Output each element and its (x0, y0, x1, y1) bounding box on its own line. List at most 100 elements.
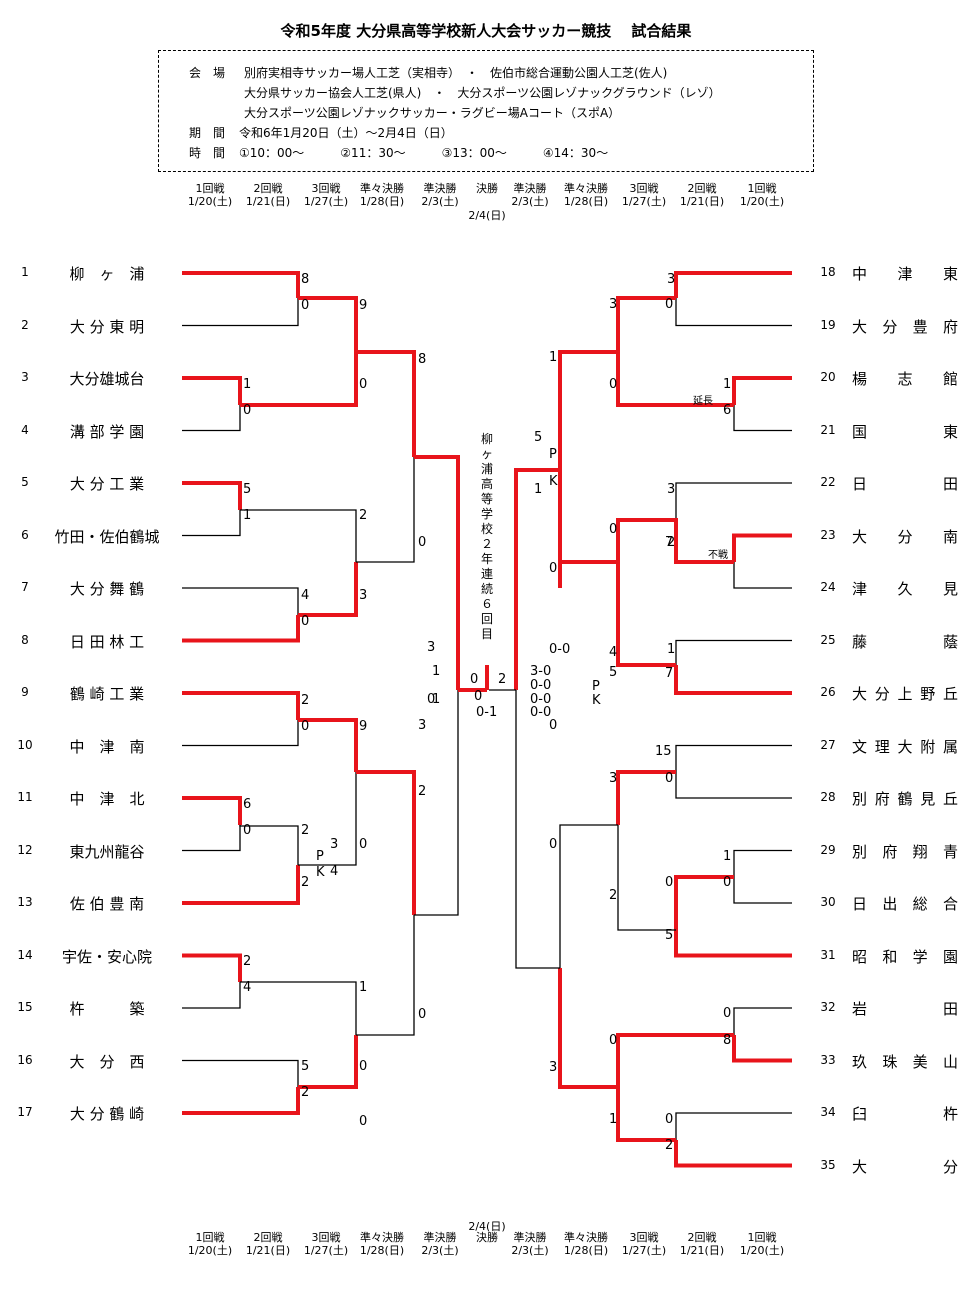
winner-line (558, 350, 618, 470)
team-number: 32 (820, 1000, 836, 1014)
round-name: 1回戦 (195, 182, 225, 195)
bracket-line (559, 824, 618, 968)
bracket-line (675, 744, 792, 772)
team-name: 竹田・佐伯鶴城 (54, 527, 160, 546)
team-number: 13 (17, 895, 33, 909)
match-score: 1 (609, 1112, 618, 1127)
match-score: 7 (665, 535, 674, 550)
match-score: 0 (609, 1033, 618, 1048)
team-number: 35 (820, 1157, 836, 1172)
winner-line (674, 1140, 792, 1168)
round-date: 1/28(日) (359, 195, 405, 208)
team-name: 宇佐・安心院 (61, 947, 152, 966)
match-score: 2 (359, 508, 368, 523)
match-score: 0 (665, 771, 674, 786)
match-score: 2 (418, 784, 427, 799)
team-number: 18 (820, 265, 836, 279)
winner-line (732, 376, 792, 405)
team-number: 15 (17, 1000, 33, 1014)
match-score: 3 (427, 640, 436, 655)
match-score: 9 (359, 298, 368, 313)
bracket-line (182, 825, 241, 852)
match-score: 0 (418, 535, 427, 550)
match-note: 不戦 (708, 550, 728, 561)
match-score: 1 (359, 980, 368, 995)
round-name: 準々決勝 (360, 1231, 404, 1244)
round-date: 2/3(土) (511, 195, 549, 208)
winner-line (182, 865, 300, 905)
match-score: 2 (301, 693, 310, 708)
team-number: 19 (820, 317, 836, 332)
match-score: 7 (665, 666, 674, 681)
winner-line (674, 875, 734, 930)
bracket-line (675, 1112, 792, 1140)
team-name: 溝 部 学 園 (69, 422, 145, 441)
round-name: 準決勝 (423, 1231, 457, 1244)
match-score: 2 (301, 1085, 310, 1100)
winner-line (182, 376, 242, 405)
match-score: 0 (359, 1114, 368, 1129)
bracket-line (515, 690, 560, 969)
winner-line (616, 1087, 676, 1142)
team-name: 大分豊府 (852, 317, 958, 336)
round-name: 2回戦 (687, 182, 717, 195)
match-score: 0 (470, 672, 479, 687)
match-score: 0-0 (530, 705, 552, 720)
team-name: 大 分 舞 鶴 (69, 580, 145, 598)
team-name: 国東 (852, 422, 958, 441)
bracket-line (414, 690, 459, 916)
team-name: 佐 伯 豊 南 (69, 895, 145, 913)
final-date-bottom: 2/4(日) (468, 1220, 506, 1233)
match-score: 0 (474, 689, 483, 704)
team-name: 大分雄城台 (69, 370, 145, 388)
period-value: 令和6年1月20日（土）～2月4日（日） (239, 126, 453, 140)
round-date: 2/3(土) (421, 195, 459, 208)
round-date: 1/21(日) (245, 195, 291, 208)
team-name: 大分上野丘 (852, 685, 958, 703)
team-name: 日出総合 (852, 895, 958, 913)
match-score: 4 (330, 864, 339, 879)
match-score: 0-0 (530, 678, 552, 693)
winner-line (298, 1035, 358, 1089)
final-date-top: 2/4(日) (468, 209, 506, 222)
venue-label: 会 場 (189, 66, 226, 80)
bracket-line (356, 915, 415, 1036)
team-name: 昭和学園 (852, 947, 958, 966)
round-date: 1/21(日) (245, 1244, 291, 1257)
round-date: 1/28(日) (359, 1244, 405, 1257)
match-score: 3-0 (530, 664, 552, 679)
winner-line (558, 560, 618, 588)
bracket-line (240, 509, 357, 562)
winner-line (356, 350, 416, 457)
winner-line (356, 770, 416, 915)
bracket-line (356, 457, 415, 563)
round-date: 1/20(土) (739, 195, 785, 208)
match-score: 6 (243, 797, 252, 812)
winner-line (732, 1035, 792, 1063)
team-number: 11 (17, 790, 33, 804)
match-score: 0 (665, 1112, 674, 1127)
bracket-line (617, 825, 676, 931)
round-date: 1/21(日) (679, 1244, 725, 1257)
match-note: 延長 (693, 396, 713, 407)
match-score: 0 (243, 403, 252, 418)
round-name: 準々決勝 (360, 182, 404, 195)
team-name: 別府翔青 (852, 842, 958, 861)
team-number: 4 (21, 422, 29, 437)
round-name: 準決勝 (513, 182, 547, 195)
match-score: 0 (243, 823, 252, 838)
winner-line (616, 562, 676, 667)
bracket-line (182, 298, 299, 327)
match-note: P (592, 679, 600, 694)
team-number: 21 (820, 422, 836, 437)
round-name: 決勝 (476, 1231, 498, 1244)
match-score: 1 (667, 642, 676, 657)
winner-line (558, 968, 618, 1089)
round-name: 決勝 (476, 182, 498, 195)
match-score: 0 (301, 719, 310, 734)
winner-line (732, 533, 792, 562)
round-name: 3回戦 (629, 1231, 659, 1244)
team-name: 大分 (852, 1157, 958, 1176)
match-score: 4 (243, 980, 252, 995)
round-date: 1/27(土) (621, 1244, 667, 1257)
